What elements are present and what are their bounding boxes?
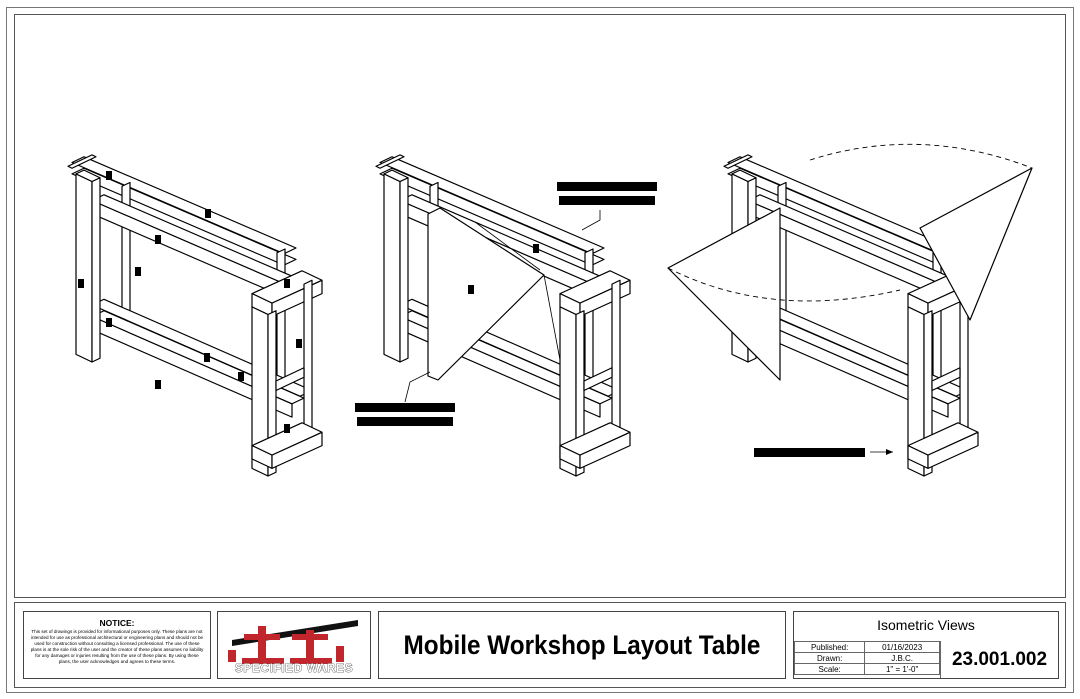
- isometric-views: [67, 143, 1033, 477]
- meta-row: Published: 01/16/2023: [793, 641, 940, 653]
- published-value: 01/16/2023: [864, 641, 940, 653]
- isometric-view-frame: [67, 154, 323, 477]
- scale-value: 1" = 1'-0": [864, 663, 940, 675]
- sheet-number: 23.001.002: [940, 641, 1058, 678]
- drawn-value: J.B.C.: [864, 652, 940, 664]
- drawing-title: Mobile Workshop Layout Table: [403, 629, 761, 660]
- drawing-area: [14, 14, 1066, 598]
- specified-wares-logo: [228, 620, 358, 664]
- scale-label: Scale:: [793, 663, 866, 675]
- logo-wordmark: SPECIFIED WARES: [234, 661, 354, 676]
- callout-label-redacted: [754, 448, 865, 457]
- view-info-box: Isometric Views Published: 01/16/2023 Dr…: [793, 611, 1059, 679]
- drawn-label: Drawn:: [793, 652, 866, 664]
- view-title: Isometric Views: [877, 617, 975, 633]
- callout-label-redacted: [357, 417, 453, 426]
- callout-label-redacted: [355, 403, 455, 412]
- title-block: NOTICE: This set of drawings is provided…: [14, 602, 1066, 688]
- view-1-tags: [78, 171, 302, 433]
- logo-box: SPECIFIED WARES: [217, 611, 371, 679]
- notice-text: This set of drawings is provided for inf…: [30, 629, 204, 664]
- sheet-border: [6, 7, 1074, 693]
- callout-label-redacted: [559, 196, 655, 205]
- view-2-panel: [404, 207, 601, 403]
- notice-title: NOTICE:: [99, 618, 135, 628]
- meta-row: Drawn: J.B.C.: [793, 652, 940, 664]
- drawing-title-box: Mobile Workshop Layout Table: [378, 611, 786, 679]
- published-label: Published:: [793, 641, 866, 653]
- drawing-meta-table: Published: 01/16/2023 Drawn: J.B.C. Scal…: [793, 641, 940, 675]
- view-3-panels: [667, 143, 1033, 455]
- notice-box: NOTICE: This set of drawings is provided…: [23, 611, 211, 679]
- callout-label-redacted: [557, 182, 657, 191]
- meta-row: Scale: 1" = 1'-0": [793, 663, 940, 675]
